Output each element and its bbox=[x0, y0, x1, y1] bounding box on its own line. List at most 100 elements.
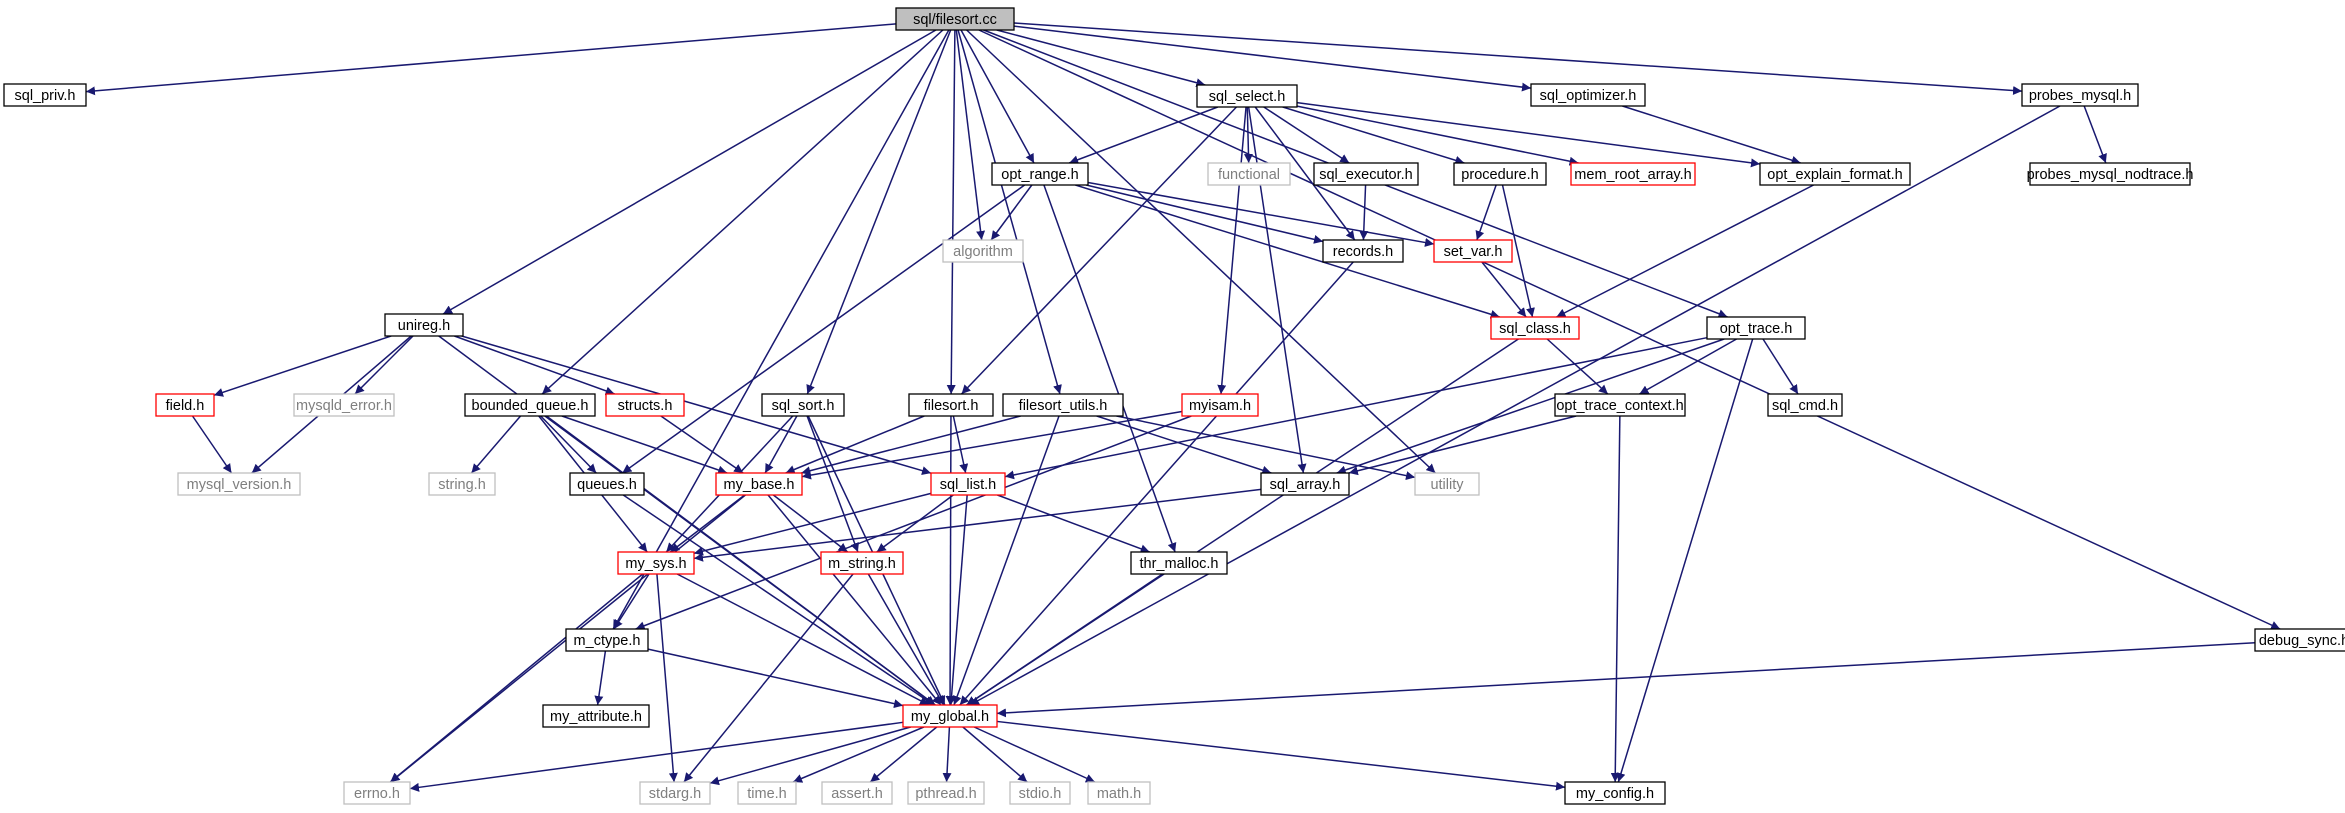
node-records[interactable]: records.h bbox=[1322, 239, 1404, 263]
node-opt-trace[interactable]: opt_trace.h bbox=[1706, 316, 1806, 340]
edge-sql_select-to-procedure bbox=[1282, 106, 1465, 165]
node-m-ctype[interactable]: m_ctype.h bbox=[565, 628, 649, 652]
node-sql-executor[interactable]: sql_executor.h bbox=[1313, 162, 1419, 186]
node-time-h[interactable]: time.h bbox=[737, 781, 797, 805]
node-probes-mysql-nodtrace[interactable]: probes_mysql_nodtrace.h bbox=[2027, 162, 2194, 186]
node-myisam[interactable]: myisam.h bbox=[1181, 393, 1259, 417]
node-label: sql_optimizer.h bbox=[1540, 88, 1637, 104]
node-label: string.h bbox=[438, 477, 486, 493]
node-sql-list[interactable]: sql_list.h bbox=[930, 472, 1006, 496]
node-label: probes_mysql_nodtrace.h bbox=[2027, 167, 2194, 183]
node-label: my_attribute.h bbox=[550, 709, 642, 725]
node-opt-trace-context[interactable]: opt_trace_context.h bbox=[1554, 393, 1686, 417]
node-sql-class[interactable]: sql_class.h bbox=[1490, 316, 1580, 340]
node-box bbox=[761, 393, 845, 417]
node-bounded-queue[interactable]: bounded_queue.h bbox=[464, 393, 596, 417]
node-mem-root-array[interactable]: mem_root_array.h bbox=[1570, 162, 1696, 186]
edge-probes_mysql-to-probes_mysql_nodtrace bbox=[2083, 105, 2107, 164]
node-string-h[interactable]: string.h bbox=[428, 472, 496, 496]
node-my-config[interactable]: my_config.h bbox=[1564, 781, 1666, 805]
node-box bbox=[617, 551, 695, 575]
node-label: field.h bbox=[166, 398, 205, 414]
node-sql-cmd[interactable]: sql_cmd.h bbox=[1767, 393, 1843, 417]
edge-sql_class-to-opt_trace_context bbox=[1546, 338, 1609, 395]
node-box bbox=[605, 393, 685, 417]
node-stdio-h[interactable]: stdio.h bbox=[1009, 781, 1071, 805]
node-probes-mysql[interactable]: probes_mysql.h bbox=[2021, 83, 2139, 107]
node-procedure[interactable]: procedure.h bbox=[1453, 162, 1547, 186]
edge-bounded_queue-to-my_global bbox=[544, 415, 936, 706]
node-sql-sort[interactable]: sql_sort.h bbox=[761, 393, 845, 417]
node-box bbox=[907, 781, 985, 805]
node-mysql-version[interactable]: mysql_version.h bbox=[177, 472, 301, 496]
node-label: my_config.h bbox=[1576, 786, 1654, 802]
node-sql-select[interactable]: sql_select.h bbox=[1196, 84, 1298, 108]
node-structs[interactable]: structs.h bbox=[605, 393, 685, 417]
node-my-attribute[interactable]: my_attribute.h bbox=[542, 704, 650, 728]
edge-m_string-to-my_global bbox=[867, 573, 945, 706]
node-box bbox=[1414, 472, 1480, 496]
node-label: bounded_queue.h bbox=[472, 398, 589, 414]
edge-opt_range-to-records bbox=[1085, 184, 1324, 244]
node-box bbox=[1564, 781, 1666, 805]
edge-my_base-to-my_global bbox=[767, 494, 942, 706]
node-my-sys[interactable]: my_sys.h bbox=[617, 551, 695, 575]
edge-opt_trace_context-to-my_config bbox=[1610, 415, 1621, 783]
node-label: filesort.h bbox=[924, 398, 979, 414]
node-pthread-h[interactable]: pthread.h bbox=[907, 781, 985, 805]
node-m-string[interactable]: m_string.h bbox=[820, 551, 904, 575]
node-mysqld-error[interactable]: mysqld_error.h bbox=[293, 393, 395, 417]
node-filesort-utils[interactable]: filesort_utils.h bbox=[1002, 393, 1124, 417]
edge-opt_range-to-sql_class bbox=[1075, 184, 1500, 319]
node-box bbox=[1130, 551, 1228, 575]
node-box bbox=[2254, 628, 2345, 652]
edge-filesort_h-to-my_base bbox=[785, 415, 925, 474]
node-box bbox=[1002, 393, 1124, 417]
node-sql-optimizer[interactable]: sql_optimizer.h bbox=[1530, 83, 1646, 107]
node-filesort-h[interactable]: filesort.h bbox=[908, 393, 994, 417]
node-utility[interactable]: utility bbox=[1414, 472, 1480, 496]
node-sql-priv[interactable]: sql_priv.h bbox=[3, 83, 87, 107]
node-filesort-cc[interactable]: sql/filesort.cc bbox=[895, 7, 1015, 31]
edge-m_ctype-to-my_global bbox=[647, 648, 904, 709]
node-thr-malloc[interactable]: thr_malloc.h bbox=[1130, 551, 1228, 575]
node-label: algorithm bbox=[953, 244, 1013, 260]
node-algorithm[interactable]: algorithm bbox=[942, 239, 1024, 263]
node-box bbox=[942, 239, 1024, 263]
edge-opt_range-to-thr_malloc bbox=[1043, 184, 1177, 553]
edge-unireg-to-field bbox=[213, 335, 392, 397]
edge-my_base-to-my_sys bbox=[669, 494, 746, 553]
edge-procedure-to-set_var bbox=[1475, 184, 1497, 241]
node-my-base[interactable]: my_base.h bbox=[715, 472, 803, 496]
node-stdarg-h[interactable]: stdarg.h bbox=[639, 781, 711, 805]
edge-sql_select-to-functional bbox=[1243, 106, 1253, 164]
node-sql-array[interactable]: sql_array.h bbox=[1260, 472, 1350, 496]
node-opt-range[interactable]: opt_range.h bbox=[991, 162, 1089, 186]
node-opt-explain-format[interactable]: opt_explain_format.h bbox=[1759, 162, 1911, 186]
node-errno-h[interactable]: errno.h bbox=[343, 781, 411, 805]
node-field[interactable]: field.h bbox=[155, 393, 215, 417]
node-label: opt_range.h bbox=[1001, 167, 1078, 183]
edge-filesort_cc-to-sql_optimizer bbox=[1013, 25, 1532, 92]
node-assert-h[interactable]: assert.h bbox=[821, 781, 893, 805]
edge-filesort_h-to-my_global bbox=[945, 415, 955, 706]
edge-sql_select-to-sql_array bbox=[1247, 106, 1307, 474]
edge-sql_select-to-myisam bbox=[1217, 106, 1247, 395]
node-my-global[interactable]: my_global.h bbox=[902, 704, 998, 728]
node-box bbox=[1530, 83, 1646, 107]
node-box bbox=[821, 781, 893, 805]
node-label: m_ctype.h bbox=[574, 633, 641, 649]
edge-opt_range-to-queues bbox=[621, 184, 1026, 474]
node-queues[interactable]: queues.h bbox=[569, 472, 645, 496]
edge-sql_list-to-thr_malloc bbox=[997, 494, 1150, 554]
edge-filesort_cc-to-debug_sync bbox=[978, 29, 2281, 630]
node-label: m_string.h bbox=[828, 556, 896, 572]
header-nodes: sql/filesort.cc sql_priv.h unireg.h bounded… bbox=[3, 7, 2345, 805]
edge-myisam-to-my_base bbox=[801, 410, 1183, 480]
node-math-h[interactable]: math.h bbox=[1087, 781, 1151, 805]
node-box bbox=[293, 393, 395, 417]
node-debug-sync[interactable]: debug_sync.h bbox=[2254, 628, 2345, 652]
node-functional[interactable]: functional bbox=[1207, 162, 1291, 186]
node-set-var[interactable]: set_var.h bbox=[1433, 239, 1513, 263]
node-unireg[interactable]: unireg.h bbox=[384, 313, 464, 337]
